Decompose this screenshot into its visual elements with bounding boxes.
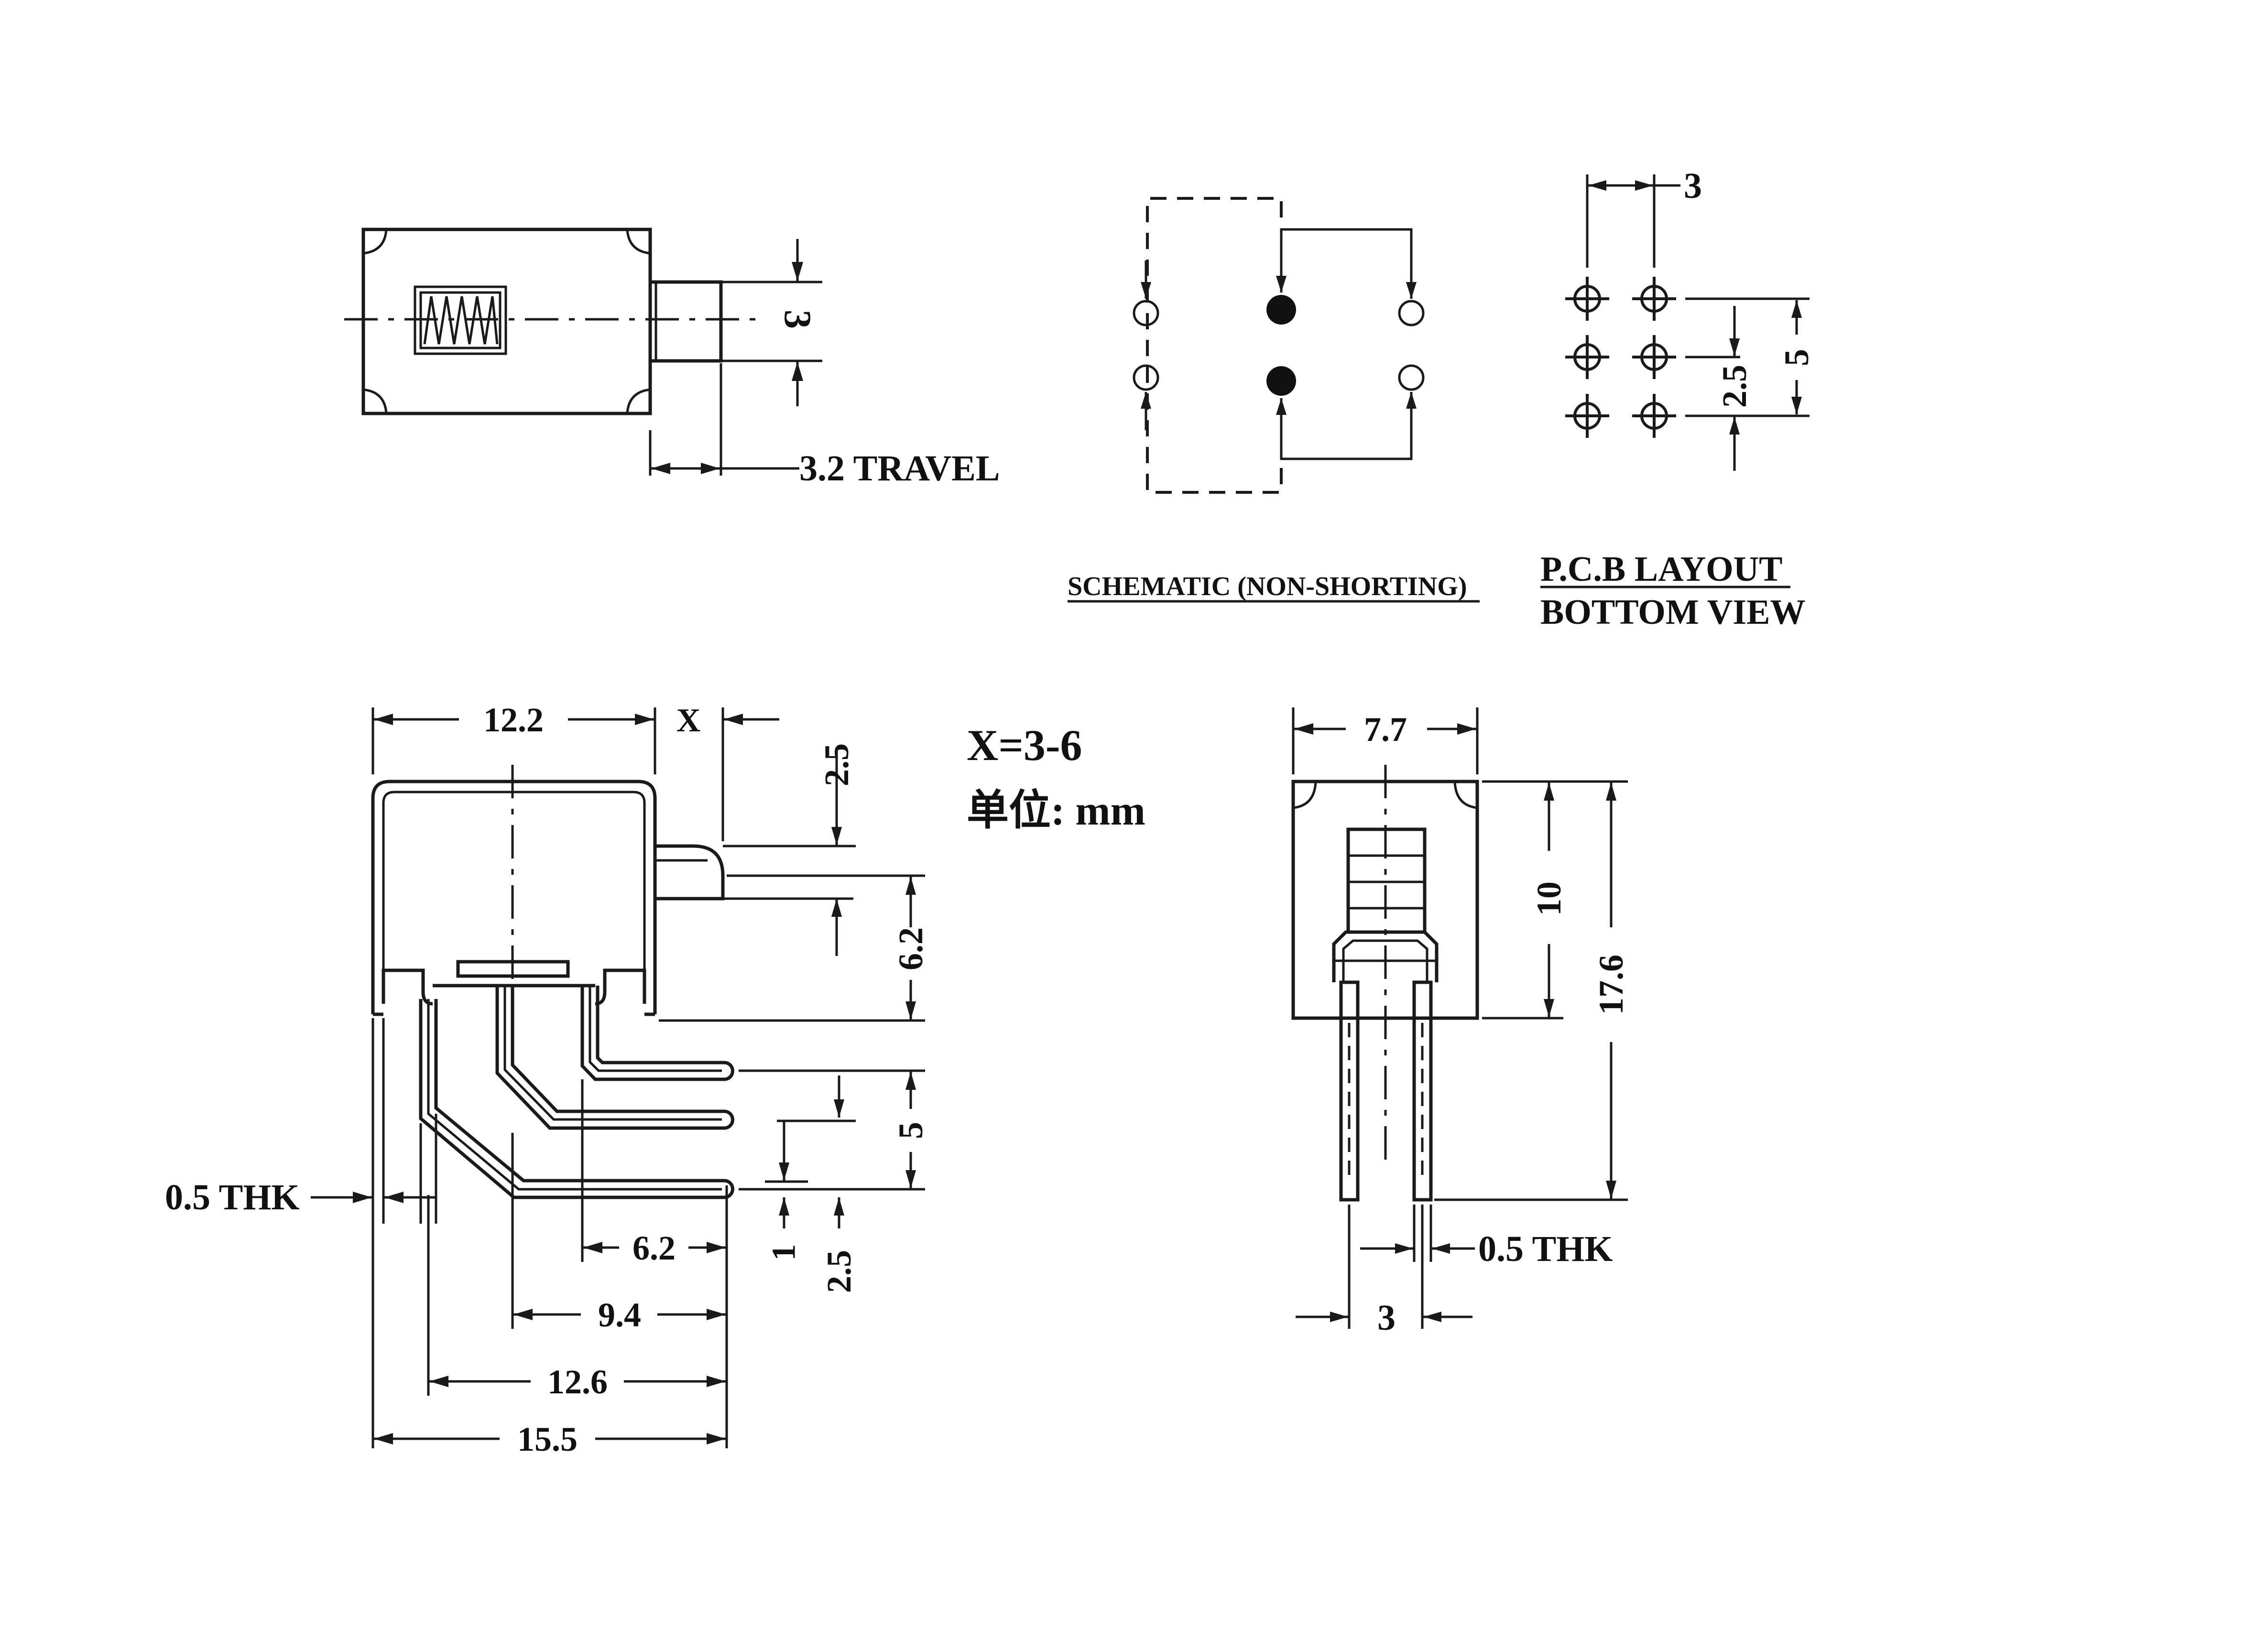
front-dim-15-5: 15.5: [517, 1420, 578, 1458]
front-dim-thk: 0.5 THK: [165, 1177, 300, 1217]
pcb-hole-icon: [1632, 335, 1676, 379]
front-dim-5: 5: [892, 1122, 930, 1139]
front-dim-2-5-bottom: 2.5: [820, 1250, 858, 1293]
pcb-dim-5: 5: [1777, 349, 1816, 366]
side-dim-3: 3: [776, 310, 818, 329]
spring-icon: [414, 285, 507, 355]
pcb-hole-icon: [1632, 394, 1676, 438]
pcb-hole-icon: [1565, 394, 1609, 438]
pcb-hole-icon: [1632, 277, 1676, 321]
schematic: SCHEMATIC (NON-SHORTING): [1068, 197, 1480, 603]
front-dim-x: X: [676, 702, 701, 739]
front-dim-6-2-vertical: 6.2: [892, 927, 930, 970]
front-dim-9-4: 9.4: [598, 1296, 641, 1334]
pcb-subtitle: BOTTOM VIEW: [1540, 593, 1805, 632]
end-dim-7-7: 7.7: [1364, 710, 1407, 749]
note-x-range: X=3-6: [967, 721, 1082, 770]
front-dim-12-2: 12.2: [483, 701, 544, 739]
pcb-dim-2-5: 2.5: [1715, 365, 1754, 408]
end-dim-17-6: 17.6: [1592, 955, 1630, 1015]
end-dim-10: 10: [1530, 881, 1568, 916]
front-dim-6-2: 6.2: [632, 1229, 676, 1267]
front-dim-2-5-top: 2.5: [818, 743, 856, 786]
front-view: 12.2 X X=3-6 单位: mm 2.5 6.2 5: [165, 701, 1145, 1458]
pcb-dim-3: 3: [1684, 166, 1702, 206]
end-dim-thk: 0.5 THK: [1478, 1229, 1613, 1269]
note-unit: 单位: mm: [967, 788, 1145, 834]
end-view: 7.7 10 17.6 0.5 THK 3: [1291, 707, 1630, 1338]
end-dim-3: 3: [1377, 1298, 1396, 1338]
pcb-title: P.C.B LAYOUT: [1540, 550, 1783, 589]
pcb-layout: 3 2.5 5 P.C.B LAYOUT BOTTOM VIEW: [1540, 166, 1816, 632]
front-dim-1: 1: [766, 1244, 803, 1261]
pcb-hole-icon: [1565, 277, 1609, 321]
schematic-title: SCHEMATIC (NON-SHORTING): [1068, 572, 1467, 601]
travel-label: 3.2 TRAVEL: [799, 448, 1000, 489]
side-view: 3 3.2 TRAVEL: [344, 228, 1000, 489]
front-dim-12-6: 12.6: [547, 1363, 608, 1401]
pcb-hole-icon: [1565, 335, 1609, 379]
